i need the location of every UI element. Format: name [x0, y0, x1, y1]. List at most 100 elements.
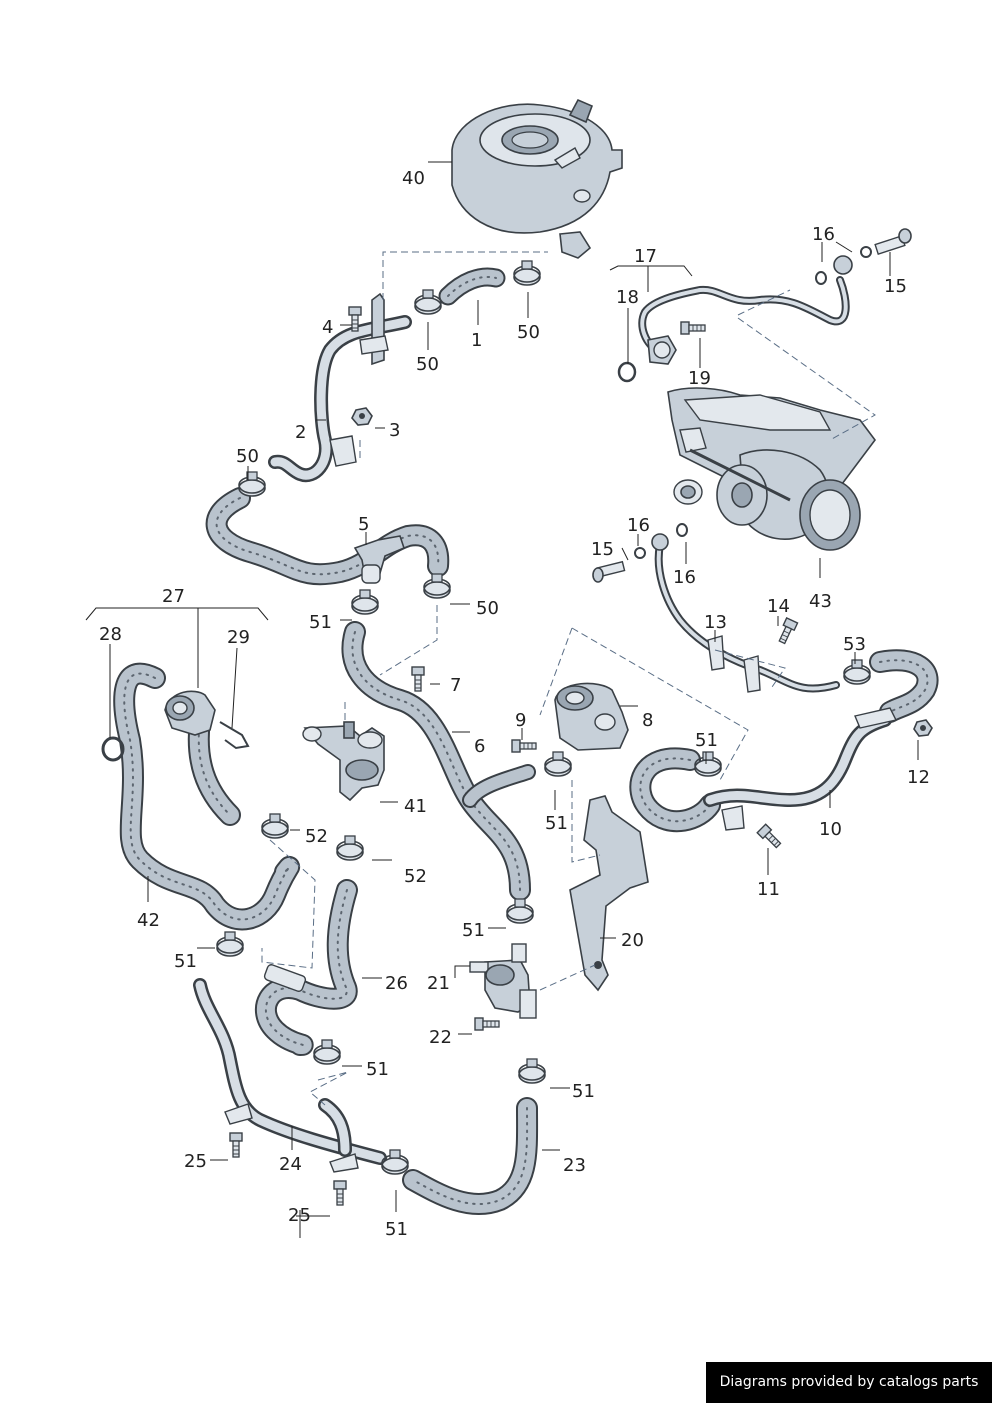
clamp-53 — [843, 659, 871, 685]
hose-10 — [629, 747, 721, 833]
label-23: 23 — [563, 1155, 586, 1176]
bolt-9 — [511, 739, 537, 753]
washer-16c — [634, 547, 646, 559]
banjo-bolt-15-top — [874, 228, 912, 255]
label-13: 13 — [704, 612, 727, 633]
hose-53 — [869, 649, 939, 723]
y-connector-5 — [353, 535, 405, 584]
pipe-10 — [703, 713, 892, 807]
hoses — [113, 267, 939, 1215]
pipe-24 — [193, 978, 387, 1165]
label-16: 16 — [812, 224, 835, 245]
bolt-25a — [229, 1132, 243, 1158]
label-25: 25 — [184, 1151, 207, 1172]
bracket-13a — [707, 635, 725, 671]
label-53: 53 — [843, 634, 866, 655]
washer-16d — [676, 523, 688, 537]
label-5: 5 — [358, 514, 369, 535]
label-8: 8 — [642, 710, 653, 731]
clamp-50-c — [238, 471, 266, 497]
bracket-24b — [329, 1153, 359, 1173]
bolt-11 — [756, 823, 784, 851]
label-26: 26 — [385, 973, 408, 994]
hose-6 — [341, 621, 536, 901]
valve-21 — [469, 943, 537, 1019]
pipe-2 — [268, 315, 412, 483]
clamp-52-b — [336, 835, 364, 861]
label-27: 27 — [162, 586, 185, 607]
clamp-51-b — [544, 751, 572, 777]
nut-3 — [351, 407, 373, 426]
hose-23 — [402, 1097, 539, 1215]
label-41: 41 — [404, 796, 427, 817]
label-18: 18 — [616, 287, 639, 308]
clamp-51-g — [518, 1058, 546, 1084]
label-51: 51 — [366, 1059, 389, 1080]
label-19: 19 — [688, 368, 711, 389]
label-28: 28 — [99, 624, 122, 645]
label-22: 22 — [429, 1027, 452, 1048]
clamp-51-h — [381, 1149, 409, 1175]
label-15: 15 — [884, 276, 907, 297]
label-51: 51 — [545, 813, 568, 834]
clamp-50-d — [423, 573, 451, 599]
bracket-10b — [721, 805, 745, 831]
label-40: 40 — [402, 168, 425, 189]
label-12: 12 — [907, 767, 930, 788]
bracket-10 — [854, 707, 898, 729]
label-15: 15 — [591, 539, 614, 560]
callout-labels: 40 1 50 50 4 2 3 50 5 50 51 7 6 41 8 9 5… — [99, 168, 930, 1240]
thermostat-housing-41 — [302, 721, 385, 802]
clip-29 — [219, 721, 250, 750]
dashed-lines — [261, 251, 876, 1106]
label-7: 7 — [450, 675, 461, 696]
label-24: 24 — [279, 1154, 302, 1175]
banjo-16-top — [833, 255, 853, 275]
label-52: 52 — [404, 866, 427, 887]
clamp-50-b — [513, 260, 541, 286]
label-14: 14 — [767, 596, 790, 617]
label-17: 17 — [634, 246, 657, 267]
clamp-50-a — [414, 289, 442, 315]
clamp-52-a — [261, 813, 289, 839]
label-10: 10 — [819, 819, 842, 840]
bracket-13b — [743, 655, 761, 693]
turbocharger-43 — [667, 387, 876, 551]
leader-lines — [85, 161, 919, 1238]
hose-42 — [113, 662, 301, 931]
bolt-19 — [680, 321, 706, 335]
label-50: 50 — [517, 322, 540, 343]
o-ring-28 — [101, 736, 125, 762]
label-51: 51 — [385, 1219, 408, 1240]
label-51: 51 — [309, 612, 332, 633]
label-16: 16 — [627, 515, 650, 536]
bracket-20 — [569, 795, 649, 992]
t-fitting-26 — [263, 964, 307, 992]
label-50: 50 — [416, 354, 439, 375]
label-51: 51 — [695, 730, 718, 751]
nut-12 — [913, 719, 933, 737]
bracket-4 — [359, 292, 389, 366]
label-9: 9 — [515, 710, 526, 731]
bracket-24a — [224, 1103, 253, 1125]
label-42: 42 — [137, 910, 160, 931]
banjo-16-low — [651, 533, 669, 551]
pipe-17 — [638, 276, 850, 356]
bracket-2 — [329, 435, 357, 467]
hose-upper-loop — [205, 487, 450, 586]
label-50: 50 — [476, 598, 499, 619]
elbow-fitting-27 — [164, 690, 216, 736]
clamp-51-d — [506, 898, 534, 924]
auxiliary-pump-8 — [554, 682, 629, 751]
bolt-25b — [333, 1180, 347, 1206]
label-16: 16 — [673, 567, 696, 588]
label-4: 4 — [322, 317, 333, 338]
banjo-fitting-18-19 — [617, 335, 677, 383]
banjo-bolt-15-low — [592, 560, 626, 583]
label-51: 51 — [174, 951, 197, 972]
label-3: 3 — [389, 420, 400, 441]
label-50: 50 — [236, 446, 259, 467]
label-51: 51 — [462, 920, 485, 941]
label-52: 52 — [305, 826, 328, 847]
